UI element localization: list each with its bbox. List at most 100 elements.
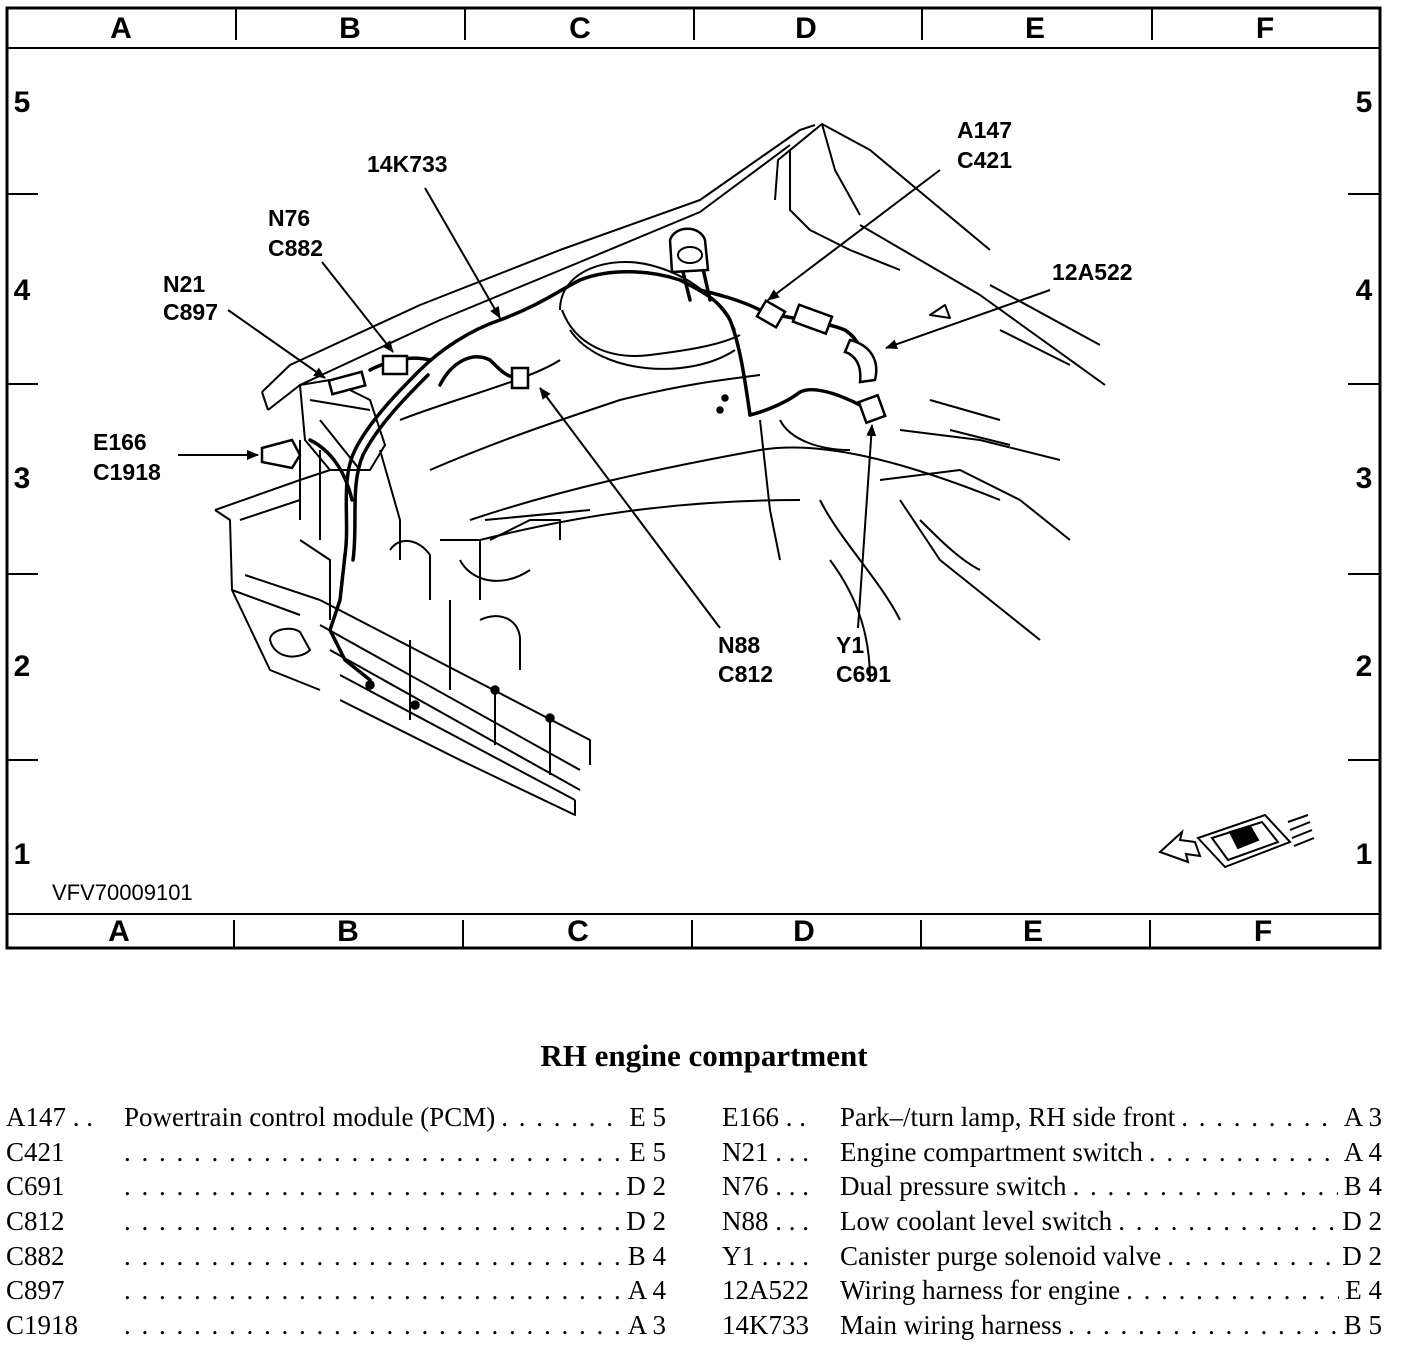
legend-desc: Wiring harness for engine (840, 1273, 1127, 1309)
legend-row: N76 . . .Dual pressure switchB 4 (722, 1169, 1382, 1205)
legend-location: A 3 (621, 1308, 666, 1343)
wiring-harness (308, 253, 867, 682)
legend-location: D 2 (620, 1169, 666, 1205)
row-2-left: 2 (14, 650, 31, 683)
legend-desc: Canister purge solenoid valve (840, 1238, 1168, 1274)
legend-code: C421 (6, 1134, 124, 1170)
legend-location: D 2 (1336, 1238, 1382, 1274)
leader-dots (501, 1100, 623, 1135)
leader-dots (124, 1169, 620, 1204)
col-b-top: B (339, 12, 361, 45)
diagram-frame (5, 6, 1382, 950)
label-a147: A147 (957, 117, 1012, 143)
legend-code: C812 (6, 1204, 124, 1239)
row-1-right: 1 (1356, 838, 1373, 871)
legend-row: N88 . . .Low coolant level switch D 2 (722, 1204, 1382, 1239)
legend-location: B 4 (1337, 1169, 1382, 1205)
legend-desc: Engine compartment switch (840, 1134, 1149, 1170)
legend-row: C897 A 4 (6, 1273, 666, 1309)
label-e166: E166 (93, 429, 147, 455)
label-c421: C421 (957, 147, 1012, 173)
row-5-right: 5 (1356, 86, 1373, 119)
legend-code: N21 . . . (722, 1134, 840, 1170)
col-e-top: E (1025, 12, 1045, 45)
row-4-right: 4 (1356, 274, 1373, 307)
legend-left: A147 . .Powertrain control module (PCM) E… (6, 1100, 666, 1343)
row-5-left: 5 (14, 86, 31, 119)
legend-desc: Main wiring harness (840, 1308, 1068, 1343)
row-4-left: 4 (14, 274, 31, 307)
leader-dots (1118, 1204, 1336, 1239)
legend-row: C812 D 2 (6, 1204, 666, 1239)
legend-location: E 5 (623, 1100, 666, 1135)
figure-id: VFV70009101 (52, 880, 193, 905)
leader-dots (1181, 1100, 1338, 1135)
label-c1918: C1918 (93, 459, 161, 485)
leader-dots (1167, 1239, 1336, 1274)
legend-code: N76 . . . (722, 1169, 840, 1205)
legend-desc: Low coolant level switch (840, 1204, 1119, 1239)
legend-location: B 4 (621, 1238, 666, 1274)
legend-row: N21 . . .Engine compartment switchA 4 (722, 1134, 1382, 1170)
legend-location: D 2 (1336, 1204, 1382, 1239)
col-a-top: A (110, 12, 132, 45)
legend-row: C691 D 2 (6, 1169, 666, 1205)
legend-desc: Park–/turn lamp, RH side front (840, 1100, 1182, 1135)
leader-dots (1149, 1135, 1338, 1170)
legend-right: E166 . .Park–/turn lamp, RH side front A … (722, 1100, 1382, 1343)
label-c882: C882 (268, 235, 323, 261)
leader-dots (124, 1135, 623, 1170)
label-c691: C691 (836, 661, 891, 687)
label-n76: N76 (268, 205, 310, 231)
row-3-right: 3 (1356, 462, 1373, 495)
engine-compartment-diagram: A B C D E F A B C D E F 5 4 3 2 1 5 4 3 … (5, 6, 1382, 950)
legend-code: C1918 (6, 1308, 124, 1343)
legend-row: Y1 . . . .Canister purge solenoid valve D… (722, 1238, 1382, 1274)
row-3-left: 3 (14, 462, 31, 495)
label-c812: C812 (718, 661, 773, 687)
legend-row: C882 B 4 (6, 1238, 666, 1274)
legend-row: A147 . .Powertrain control module (PCM) E… (6, 1100, 666, 1135)
row-2-right: 2 (1356, 650, 1373, 683)
legend-location: A 4 (621, 1273, 666, 1309)
leader-dots (1126, 1273, 1339, 1308)
legend-row: C421 E 5 (6, 1134, 666, 1170)
diagram-caption: RH engine compartment (540, 1038, 868, 1073)
col-a-bottom: A (108, 915, 130, 948)
body-structure (214, 123, 1106, 816)
legend-row: C1918 A 3 (6, 1308, 666, 1343)
legend-code: C691 (6, 1169, 124, 1205)
col-c-bottom: C (567, 915, 589, 948)
col-c-top: C (569, 12, 591, 45)
label-n88: N88 (718, 632, 760, 658)
col-d-bottom: D (793, 915, 815, 948)
legend-code: A147 . . (6, 1100, 124, 1135)
legend-code: N88 . . . (722, 1204, 840, 1239)
legend-code: C897 (6, 1273, 124, 1309)
legend-code: 12A522 (722, 1273, 840, 1309)
label-12a522: 12A522 (1052, 259, 1133, 285)
col-e-bottom: E (1023, 915, 1043, 948)
legend-location: E 4 (1339, 1273, 1382, 1309)
legend-location: B 5 (1337, 1308, 1382, 1343)
leader-lines (178, 169, 1051, 629)
legend-location: E 5 (623, 1134, 666, 1170)
legend-code: 14K733 (722, 1308, 840, 1343)
legend-code: Y1 . . . . (722, 1238, 840, 1274)
legend-location: A 3 (1337, 1100, 1382, 1135)
leader-dots (1068, 1308, 1338, 1343)
col-d-top: D (795, 12, 817, 45)
legend-location: D 2 (620, 1204, 666, 1239)
leader-dots (124, 1204, 620, 1239)
legend-code: E166 . . (722, 1100, 840, 1135)
leader-dots (124, 1239, 622, 1274)
legend-desc: Powertrain control module (PCM) (124, 1100, 502, 1135)
components (260, 227, 887, 723)
legend-code: C882 (6, 1238, 124, 1274)
label-n21: N21 (163, 271, 205, 297)
row-1-left: 1 (14, 838, 31, 871)
legend-row: E166 . .Park–/turn lamp, RH side front A … (722, 1100, 1382, 1135)
label-c897: C897 (163, 299, 218, 325)
